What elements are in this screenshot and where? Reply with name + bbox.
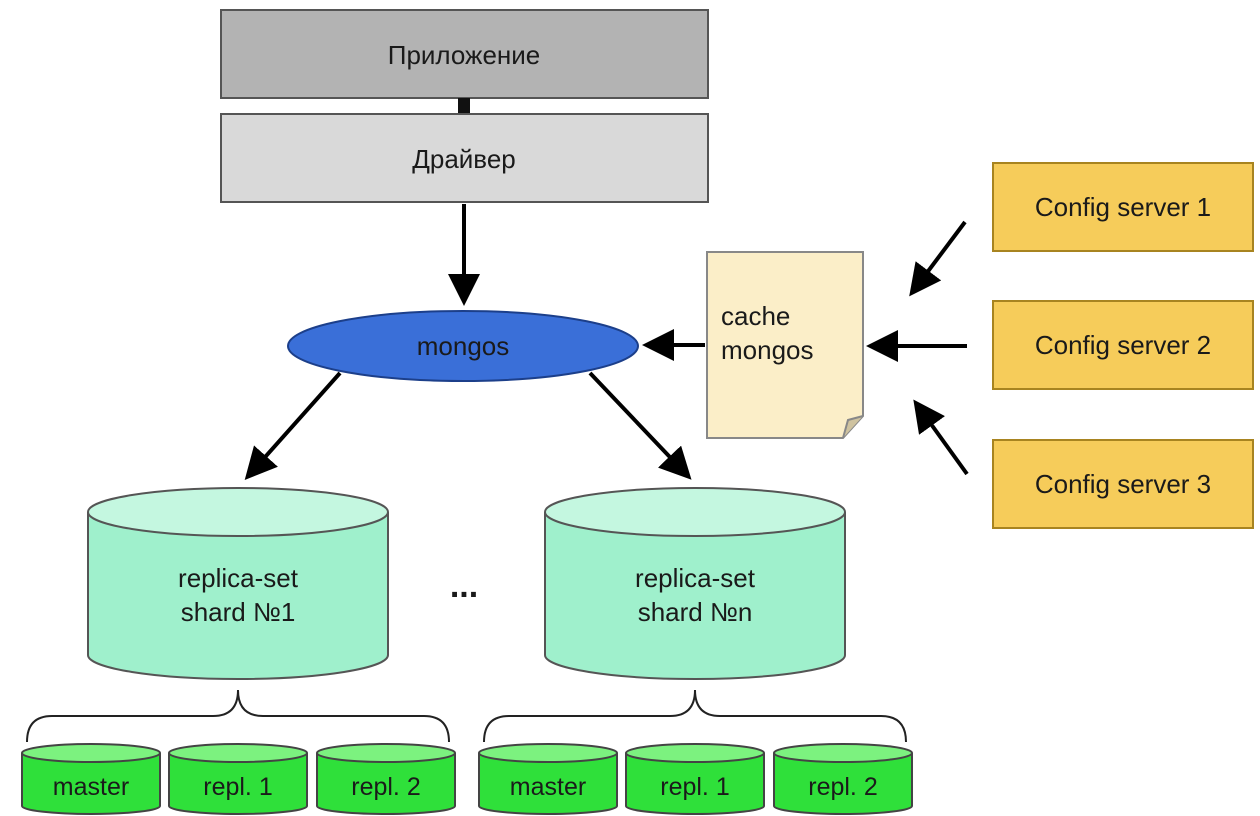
shard-n-repl2-label: repl. 2 [808, 773, 877, 801]
shard-n-cylinder: replica-set shard №n [544, 487, 846, 680]
mongos-to-shardn-arrow [588, 371, 692, 480]
shard-n-master-label: master [510, 773, 586, 801]
cache-label-line1: cache [721, 301, 790, 331]
config-server-1-label: Config server 1 [1035, 192, 1211, 222]
mongos-label: mongos [417, 331, 510, 361]
shard-1-repl1-label: repl. 1 [203, 773, 272, 801]
shard-n-member-repl1: repl. 1 [625, 743, 765, 815]
config-server-1: Config server 1 [992, 162, 1254, 252]
shard-1-repl2-label: repl. 2 [351, 773, 420, 801]
cache-label-line2: mongos [721, 335, 814, 365]
mongos-router: mongos [287, 310, 639, 382]
mongos-to-shard1-arrow [244, 371, 342, 480]
shard-1-label-line1: replica-set [178, 563, 299, 593]
config-server-2-label: Config server 2 [1035, 330, 1211, 360]
shards-ellipsis: ... [450, 567, 478, 605]
driver-label: Драйвер [412, 144, 516, 174]
shard-n-member-master: master [478, 743, 618, 815]
shard-n-label-line2: shard №n [638, 597, 753, 627]
shard-n-repl1-label: repl. 1 [660, 773, 729, 801]
config-server-3: Config server 3 [992, 439, 1254, 529]
shard-1-member-repl1: repl. 1 [168, 743, 308, 815]
cache-document: cache mongos [706, 251, 864, 439]
shard-1-member-repl2: repl. 2 [316, 743, 456, 815]
shard-n-label-line1: replica-set [635, 563, 756, 593]
config1-to-cache-arrow [909, 220, 967, 297]
config3-to-cache-arrow [913, 399, 969, 476]
shard-n-member-repl2: repl. 2 [773, 743, 913, 815]
config-server-3-label: Config server 3 [1035, 469, 1211, 499]
shard-1-label-line2: shard №1 [181, 597, 296, 627]
shard-1-brace [26, 689, 450, 743]
shard-1-master-label: master [53, 773, 129, 801]
driver-block: Драйвер [220, 113, 709, 203]
shard-n-brace [483, 689, 907, 743]
shard-1-cylinder: replica-set shard №1 [87, 487, 389, 680]
app-driver-connector [458, 98, 470, 114]
application-label: Приложение [388, 40, 541, 70]
application-block: Приложение [220, 9, 709, 99]
config-server-2: Config server 2 [992, 300, 1254, 390]
shard-1-member-master: master [21, 743, 161, 815]
